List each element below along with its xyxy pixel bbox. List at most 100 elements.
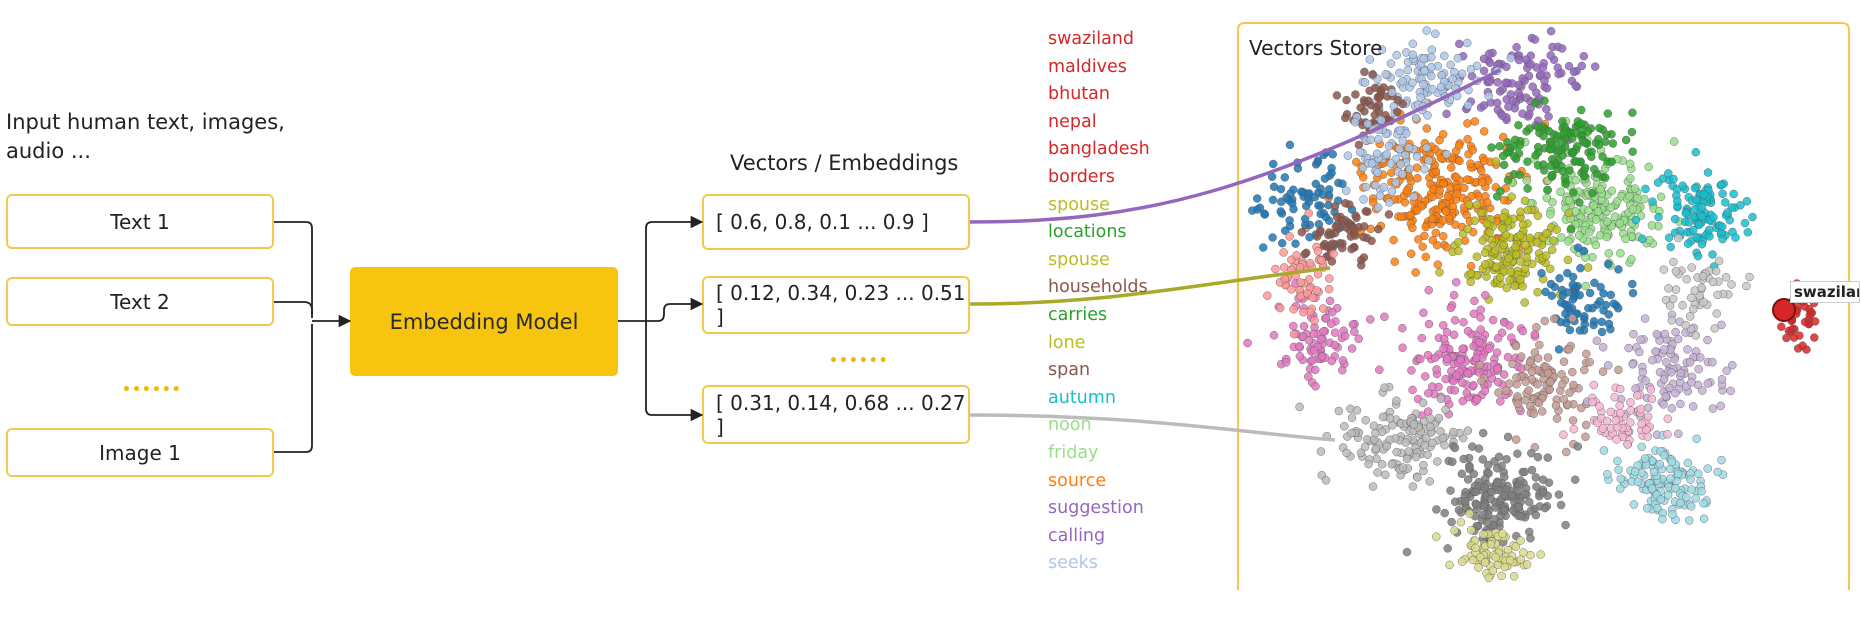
scatter-point bbox=[1602, 217, 1612, 226]
scatter-point bbox=[1432, 365, 1441, 374]
scatter-point bbox=[1317, 256, 1326, 265]
scatter-point bbox=[1565, 166, 1574, 175]
scatter-point bbox=[1295, 352, 1305, 361]
scatter-point bbox=[1496, 187, 1505, 196]
scatter-point bbox=[1610, 393, 1619, 402]
scatter-point bbox=[1485, 228, 1494, 237]
scatter-point bbox=[1552, 225, 1561, 234]
scatter-point bbox=[1436, 394, 1446, 403]
scatter-point bbox=[1535, 340, 1544, 350]
scatter-point bbox=[1476, 208, 1486, 218]
scatter-point bbox=[1547, 245, 1557, 255]
scatter-point bbox=[1603, 361, 1613, 370]
scatter-point bbox=[1717, 180, 1726, 190]
scatter-point bbox=[1372, 149, 1382, 159]
scatter-point bbox=[1384, 141, 1394, 151]
scatter-point bbox=[1615, 384, 1625, 394]
scatter-point bbox=[1476, 553, 1485, 562]
scatter-point bbox=[1428, 192, 1437, 202]
scatter-point bbox=[1669, 174, 1678, 184]
scatter-point bbox=[1573, 442, 1583, 451]
scatter-point bbox=[1557, 370, 1566, 379]
scatter-point bbox=[1433, 260, 1443, 269]
scatter-point bbox=[1664, 169, 1673, 178]
scatter-point bbox=[1590, 278, 1599, 287]
scatter-point bbox=[1408, 50, 1418, 59]
scatter-point bbox=[1667, 457, 1677, 467]
scatter-point bbox=[1502, 62, 1511, 72]
scatter-point bbox=[1564, 196, 1574, 205]
scatter-point bbox=[1628, 360, 1638, 369]
scatter-point bbox=[1417, 333, 1427, 343]
scatter-point bbox=[1533, 452, 1543, 462]
scatter-point bbox=[1637, 442, 1646, 452]
scatter-point bbox=[1567, 134, 1577, 143]
scatter-point bbox=[1656, 192, 1666, 202]
scatter-point bbox=[1496, 397, 1505, 406]
scatter-point bbox=[1610, 212, 1620, 221]
scatter-point bbox=[1526, 551, 1535, 560]
scatter-point bbox=[1687, 263, 1696, 272]
scatter-point bbox=[1340, 331, 1350, 341]
scatter-point bbox=[1628, 147, 1637, 156]
scatter-point bbox=[1382, 441, 1392, 451]
scatter-point bbox=[1392, 396, 1401, 405]
scatter-point bbox=[1694, 365, 1703, 374]
output-connectors bbox=[618, 215, 704, 422]
scatter-point bbox=[1667, 316, 1677, 325]
scatter-point bbox=[1548, 170, 1557, 180]
embeddings-title: Vectors / Embeddings bbox=[730, 151, 959, 175]
scatter-point bbox=[1381, 470, 1390, 479]
scatter-point bbox=[1703, 168, 1713, 177]
scatter-point bbox=[1543, 353, 1553, 362]
scatter-point bbox=[1495, 141, 1504, 151]
scatter-point bbox=[1368, 482, 1378, 491]
scatter-point bbox=[1440, 441, 1449, 450]
scatter-point bbox=[1412, 152, 1422, 161]
scatter-point bbox=[1516, 476, 1525, 485]
scatter-point bbox=[1522, 253, 1531, 262]
vector-box-3: [ 0.31, 0.14, 0.68 ... 0.27 ] bbox=[702, 385, 970, 444]
scatter-point bbox=[1485, 344, 1494, 353]
scatter-point bbox=[1287, 285, 1296, 294]
scatter-point bbox=[1699, 499, 1708, 508]
scatter-point bbox=[1492, 364, 1502, 373]
scatter-point bbox=[1685, 312, 1695, 321]
scatter-point bbox=[1426, 422, 1435, 432]
scatter-point bbox=[1485, 58, 1495, 67]
scatter-point bbox=[1443, 354, 1452, 363]
scatter-point bbox=[1398, 136, 1407, 146]
scatter-point bbox=[1688, 402, 1698, 411]
scatter-point bbox=[1373, 468, 1382, 477]
scatter-point bbox=[1614, 265, 1623, 274]
scatter-point bbox=[1301, 220, 1310, 230]
scatter-point bbox=[1472, 252, 1482, 261]
scatter-point bbox=[1299, 308, 1308, 317]
word-item: locations bbox=[1048, 222, 1127, 243]
scatter-point bbox=[1405, 164, 1414, 174]
scatter-point bbox=[1476, 325, 1485, 334]
word-item: maldives bbox=[1048, 56, 1127, 77]
scatter-point bbox=[1311, 382, 1320, 391]
scatter-point bbox=[1649, 467, 1659, 477]
scatter-point bbox=[1332, 91, 1342, 100]
scatter-point bbox=[1581, 281, 1590, 291]
scatter-point bbox=[1478, 510, 1488, 520]
scatter-point bbox=[1321, 476, 1331, 485]
scatter-point bbox=[1318, 190, 1328, 199]
scatter-point bbox=[1300, 249, 1310, 259]
scatter-point bbox=[1401, 150, 1410, 160]
scatter-point bbox=[1295, 342, 1304, 351]
scatter-point bbox=[1486, 540, 1496, 549]
scatter-point bbox=[1488, 315, 1498, 325]
scatter-point bbox=[1398, 77, 1407, 86]
scatter-point bbox=[1342, 95, 1351, 105]
scatter-point bbox=[1424, 389, 1433, 398]
scatter-point bbox=[1387, 460, 1397, 469]
scatter-point bbox=[1575, 291, 1584, 300]
scatter-point bbox=[1667, 404, 1677, 413]
scatter-point bbox=[1516, 352, 1526, 361]
scatter-point bbox=[1373, 168, 1382, 177]
scatter-point bbox=[1275, 303, 1285, 313]
scatter-point bbox=[1696, 353, 1705, 362]
